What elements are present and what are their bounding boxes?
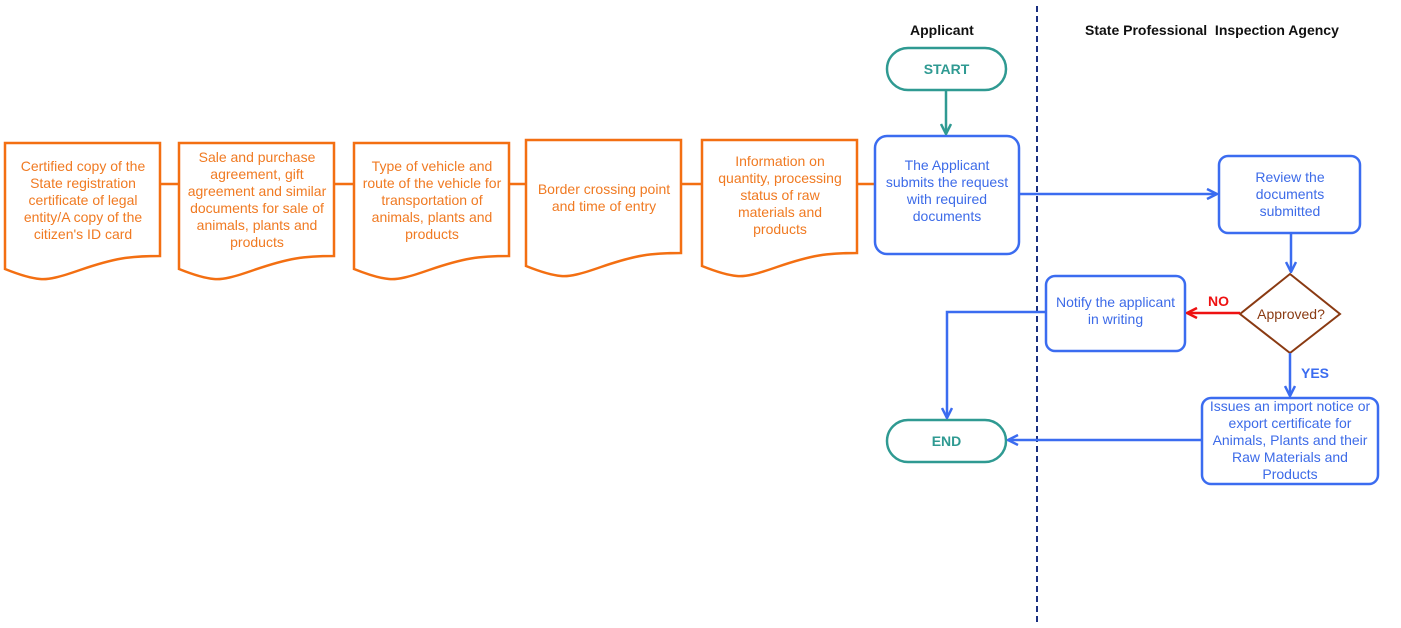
edge-notify-to-end: [947, 310, 1046, 418]
lane-title-applicant: Applicant: [910, 22, 974, 38]
start-terminal-label: START: [923, 60, 970, 77]
document-1-text: Certified copy of the State registration…: [20, 157, 146, 242]
end-terminal-shape[interactable]: [885, 418, 1008, 464]
document-3-text: Type of vehicle and route of the vehicle…: [362, 157, 502, 242]
document-5-text: Information on quantity, processing stat…: [718, 152, 842, 237]
notify-process-label: Notify the applicant in writing: [1055, 294, 1176, 327]
submit-process-label: The Applicant submits the request with r…: [885, 157, 1009, 224]
approved-decision-label: Approved?: [1257, 305, 1325, 322]
issue-process-label: Issues an import notice or export certif…: [1209, 397, 1371, 482]
document-2-text: Sale and purchase agreement, gift agreem…: [187, 149, 327, 250]
review-process-label: Review the documents submitted: [1255, 168, 1325, 219]
document-shape-4[interactable]: [524, 138, 683, 278]
document-shape-3[interactable]: [352, 141, 511, 281]
edge-label-no: NO: [1208, 293, 1229, 309]
review-process-shape[interactable]: [1217, 154, 1362, 235]
end-terminal-label: END: [931, 432, 962, 449]
lane-title-agency: State Professional Inspection Agency: [1085, 22, 1339, 38]
notify-process-shape[interactable]: [1044, 274, 1187, 353]
document-4-text: Border crossing point and time of entry: [537, 181, 671, 214]
document-shape-1[interactable]: [3, 141, 162, 281]
document-shape-2[interactable]: [177, 141, 336, 281]
edge-label-yes: YES: [1301, 365, 1330, 381]
document-shape-5[interactable]: [700, 138, 859, 278]
